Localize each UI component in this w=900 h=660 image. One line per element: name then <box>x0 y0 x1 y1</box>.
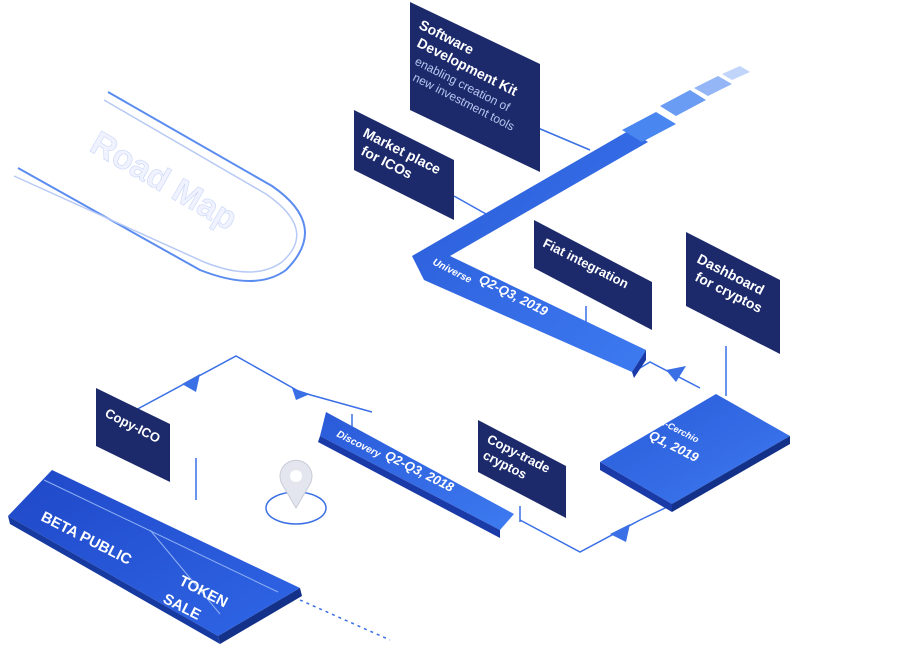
arrow-icon <box>610 524 630 542</box>
connector-trecerchio-universe <box>639 361 701 389</box>
universe-bar <box>412 130 648 372</box>
arrow-icon <box>666 366 686 382</box>
roadmap-title: Road Map <box>84 124 244 238</box>
flow-arrows <box>182 366 686 542</box>
connector-lines <box>131 127 727 641</box>
periscope-block <box>8 470 300 636</box>
stem-sdk <box>537 127 591 151</box>
card-sdk: Software Development Kit enabling creati… <box>410 2 540 172</box>
connector-periscope-discovery <box>131 355 301 413</box>
stage-periscope: Periscope Q3-Q4, 2017 BETA PUBLIC TOKEN … <box>8 470 302 644</box>
card-copy-ico: Copy-ICO <box>96 388 170 482</box>
discovery-bar <box>320 412 514 530</box>
title-outline <box>17 91 306 282</box>
card-dashboard: Dashboard for cryptos <box>686 232 780 354</box>
card-marketplace: Market place for ICOs <box>354 110 454 220</box>
arrow-icon <box>292 388 310 400</box>
location-pin-icon <box>265 459 327 525</box>
arrow-icon <box>182 374 200 392</box>
dashed-tail <box>299 599 391 641</box>
title-inner-outline <box>13 99 298 273</box>
connector-to-discovery <box>299 391 373 413</box>
trecerchio-block <box>600 394 790 504</box>
stem-marketplace <box>453 195 487 215</box>
title-badge: Road Map <box>13 91 306 282</box>
sdk-trail-tiles <box>622 66 750 142</box>
stage-tre-cerchio: Tre-Cerchio Q1, 2019 <box>600 394 790 512</box>
